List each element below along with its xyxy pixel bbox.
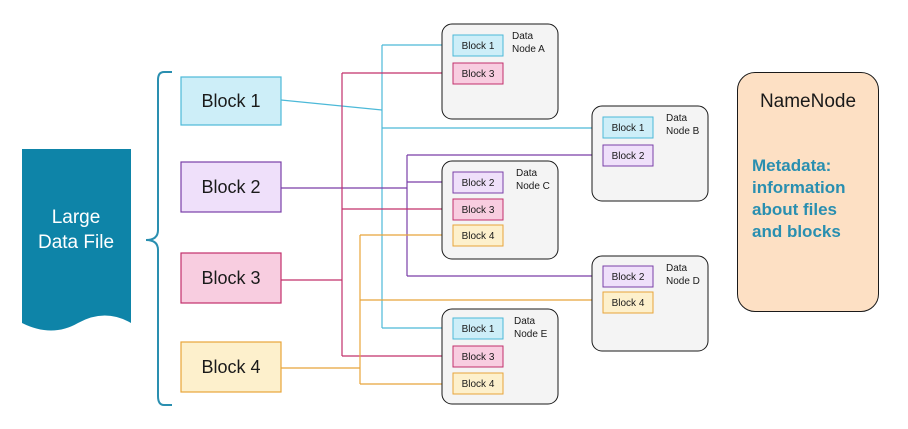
- connectors: [280, 40, 604, 389]
- data-node-e: Data Node E Block 1 Block 3 Block 4: [441, 308, 559, 405]
- block-3: Block 3: [180, 252, 282, 304]
- block-2: Block 2: [180, 161, 282, 213]
- data-node-e-block-1-label: Block 1: [462, 324, 495, 335]
- data-node-d-label-line2: Node D: [666, 276, 700, 287]
- data-node-a-label-line2: Node A: [512, 44, 545, 55]
- namenode-title: NameNode: [759, 91, 857, 112]
- data-node-a-label-line1: Data: [512, 31, 534, 42]
- connector-block-1: [280, 99, 383, 111]
- namenode-metadata-line: Metadata:: [752, 156, 832, 175]
- data-node-e-block-4-label: Block 4: [462, 379, 495, 390]
- data-node-e-label-line1: Data: [514, 316, 536, 327]
- namenode-metadata-line: and blocks: [752, 222, 841, 241]
- data-node-d-label-line1: Data: [666, 263, 688, 274]
- data-node-a-block-1-label: Block 1: [462, 41, 495, 52]
- data-node-c-block-2-label: Block 2: [462, 178, 495, 189]
- data-node-d-block-4: [602, 291, 654, 314]
- block-1-label: Block 1: [201, 91, 260, 111]
- data-node-c-label-line2: Node C: [516, 181, 550, 192]
- data-node-c-block-4: [452, 224, 504, 247]
- namenode-metadata-line: about files: [752, 200, 838, 219]
- block-4: Block 4: [180, 341, 282, 393]
- namenode-metadata-line: information: [752, 178, 846, 197]
- block-1: Block 1: [180, 76, 282, 126]
- data-node-c: Data Node C Block 2 Block 3 Block 4: [441, 160, 559, 260]
- data-node-e-label-line2: Node E: [514, 329, 548, 340]
- namenode-box: NameNode Metadata: information about fil…: [737, 72, 879, 312]
- data-node-c-block-3: [452, 198, 504, 221]
- large-data-file-label-line1: Large: [52, 207, 101, 228]
- data-node-d-block-2: [602, 265, 654, 288]
- data-node-d-block-4-label: Block 4: [612, 298, 645, 309]
- data-node-c-label-line1: Data: [516, 168, 538, 179]
- data-node-a: Data Node A Block 1 Block 3: [441, 23, 559, 120]
- data-node-a-block-3: [452, 62, 504, 85]
- data-node-c-block-4-label: Block 4: [462, 231, 495, 242]
- data-node-b: Data Node B Block 1 Block 2: [591, 105, 709, 202]
- data-node-e-block-1: [452, 317, 504, 340]
- data-node-c-block-2: [452, 171, 504, 194]
- data-node-e-block-3: [452, 345, 504, 368]
- data-node-b-block-1: [602, 116, 654, 139]
- block-4-label: Block 4: [201, 357, 260, 377]
- data-node-d-block-2-label: Block 2: [612, 272, 645, 283]
- data-node-d: Data Node D Block 2 Block 4: [591, 255, 709, 352]
- data-node-b-block-2-label: Block 2: [612, 151, 645, 162]
- large-data-file-label-line2: Data File: [38, 232, 114, 253]
- data-node-e-block-3-label: Block 3: [462, 352, 495, 363]
- data-node-a-block-3-label: Block 3: [462, 69, 495, 80]
- block-2-label: Block 2: [201, 177, 260, 197]
- data-node-e-block-4: [452, 372, 504, 395]
- block-3-label: Block 3: [201, 268, 260, 288]
- data-node-b-block-2: [602, 144, 654, 167]
- large-data-file-shape: [22, 149, 131, 331]
- data-node-b-label-line1: Data: [666, 113, 688, 124]
- data-node-b-block-1-label: Block 1: [612, 123, 645, 134]
- brace: [145, 71, 172, 406]
- data-node-c-block-3-label: Block 3: [462, 205, 495, 216]
- namenode-metadata-text: Metadata: information about files and bl…: [752, 155, 870, 243]
- data-node-a-block-1: [452, 34, 504, 57]
- data-node-b-label-line2: Node B: [666, 126, 700, 137]
